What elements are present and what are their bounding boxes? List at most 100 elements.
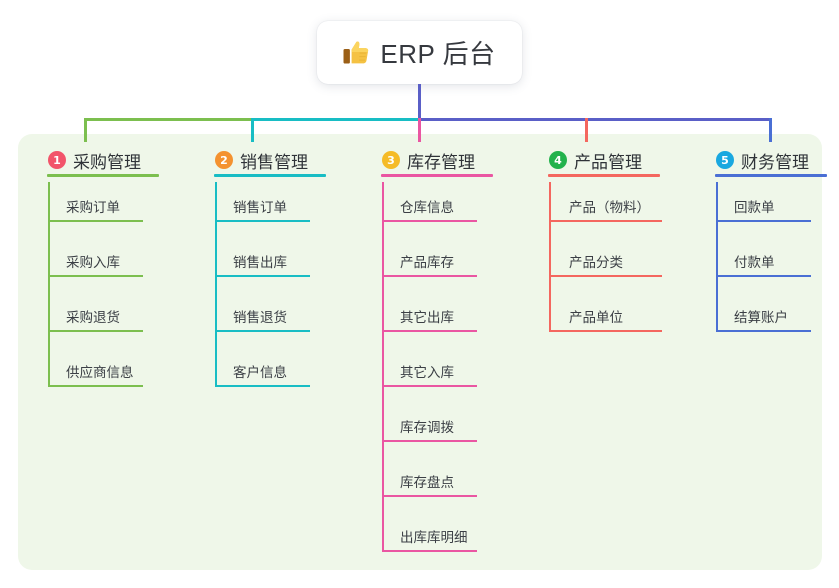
leaf-label: 产品库存 <box>400 255 454 270</box>
leaf-rule <box>48 385 143 387</box>
branch-header-3[interactable]: 3 库存管理 <box>364 143 493 177</box>
branch-title-3: 库存管理 <box>407 152 475 172</box>
branch-spine-4 <box>549 182 551 331</box>
list-item[interactable]: 结算账户 <box>698 292 811 347</box>
list-item[interactable]: 付款单 <box>698 237 811 292</box>
branch-spine-1 <box>48 182 50 386</box>
leaf-label: 销售出库 <box>233 255 287 270</box>
list-item[interactable]: 回款单 <box>698 182 811 237</box>
branch-spine-2 <box>215 182 217 386</box>
list-item[interactable]: 产品单位 <box>531 292 662 347</box>
leaf-rule <box>382 440 477 442</box>
leaf-rule <box>215 275 310 277</box>
leaf-label: 产品分类 <box>569 255 623 270</box>
leaf-label: 仓库信息 <box>400 200 454 215</box>
leaf-rule <box>215 220 310 222</box>
branch-rule-1 <box>47 174 159 177</box>
branch-badge-1: 1 <box>48 151 66 169</box>
branch-children-1: 采购订单 采购入库 采购退货 供应商信息 <box>30 182 143 402</box>
leaf-label: 回款单 <box>734 200 775 215</box>
root-node[interactable]: ERP 后台 <box>317 21 522 84</box>
branch-column-2: 2 销售管理 销售订单 销售出库 销售退货 客户信息 <box>197 143 326 402</box>
list-item[interactable]: 销售订单 <box>197 182 310 237</box>
leaf-rule <box>549 330 662 332</box>
leaf-rule <box>716 220 811 222</box>
leaf-rule <box>48 220 143 222</box>
leaf-label: 销售退货 <box>233 310 287 325</box>
branch-header-5[interactable]: 5 财务管理 <box>698 143 827 177</box>
leaf-label: 采购退货 <box>66 310 120 325</box>
leaf-label: 库存盘点 <box>400 475 454 490</box>
leaf-label: 出库库明细 <box>400 530 468 545</box>
branch-header-2[interactable]: 2 销售管理 <box>197 143 326 177</box>
leaf-rule <box>48 330 143 332</box>
branch-column-3: 3 库存管理 仓库信息 产品库存 其它出库 其它入库 库存调拨 库存盘点 出库库… <box>364 143 493 567</box>
list-item[interactable]: 出库库明细 <box>364 512 477 567</box>
leaf-label: 产品单位 <box>569 310 623 325</box>
list-item[interactable]: 产品库存 <box>364 237 477 292</box>
branch-title-5: 财务管理 <box>741 152 809 172</box>
branch-badge-5: 5 <box>716 151 734 169</box>
leaf-rule <box>549 220 662 222</box>
list-item[interactable]: 其它出库 <box>364 292 477 347</box>
branch-badge-4: 4 <box>549 151 567 169</box>
branch-spine-5 <box>716 182 718 331</box>
leaf-rule <box>382 385 477 387</box>
branch-spine-3 <box>382 182 384 551</box>
branch-header-1[interactable]: 1 采购管理 <box>30 143 159 177</box>
list-item[interactable]: 库存盘点 <box>364 457 477 512</box>
leaf-rule <box>48 275 143 277</box>
list-item[interactable]: 产品分类 <box>531 237 662 292</box>
leaf-rule <box>716 275 811 277</box>
list-item[interactable]: 销售退货 <box>197 292 310 347</box>
list-item[interactable]: 库存调拨 <box>364 402 477 457</box>
branch-title-2: 销售管理 <box>240 152 308 172</box>
branch-column-4: 4 产品管理 产品（物料） 产品分类 产品单位 <box>531 143 662 347</box>
leaf-label: 供应商信息 <box>66 365 134 380</box>
root-node-title: ERP 后台 <box>380 39 496 69</box>
leaf-label: 采购订单 <box>66 200 120 215</box>
leaf-label: 其它出库 <box>400 310 454 325</box>
list-item[interactable]: 采购入库 <box>30 237 143 292</box>
list-item[interactable]: 客户信息 <box>197 347 310 402</box>
leaf-rule <box>215 385 310 387</box>
leaf-rule <box>382 495 477 497</box>
branch-column-5: 5 财务管理 回款单 付款单 结算账户 <box>698 143 827 347</box>
branches-panel <box>18 134 822 570</box>
thumbs-up-icon <box>343 40 370 65</box>
leaf-rule <box>549 275 662 277</box>
list-item[interactable]: 销售出库 <box>197 237 310 292</box>
leaf-label: 结算账户 <box>734 310 788 325</box>
leaf-label: 产品（物料） <box>569 200 650 215</box>
branch-rule-4 <box>548 174 660 177</box>
branch-children-5: 回款单 付款单 结算账户 <box>698 182 811 347</box>
list-item[interactable]: 采购订单 <box>30 182 143 237</box>
branch-rule-3 <box>381 174 493 177</box>
branch-children-3: 仓库信息 产品库存 其它出库 其它入库 库存调拨 库存盘点 出库库明细 <box>364 182 477 567</box>
leaf-rule <box>382 220 477 222</box>
leaf-label: 采购入库 <box>66 255 120 270</box>
branch-rule-5 <box>715 174 827 177</box>
list-item[interactable]: 仓库信息 <box>364 182 477 237</box>
branch-children-4: 产品（物料） 产品分类 产品单位 <box>531 182 662 347</box>
branch-column-1: 1 采购管理 采购订单 采购入库 采购退货 供应商信息 <box>30 143 159 402</box>
branch-rule-2 <box>214 174 326 177</box>
leaf-rule <box>215 330 310 332</box>
leaf-label: 销售订单 <box>233 200 287 215</box>
leaf-rule <box>382 330 477 332</box>
branch-title-1: 采购管理 <box>73 152 141 172</box>
list-item[interactable]: 供应商信息 <box>30 347 143 402</box>
list-item[interactable]: 采购退货 <box>30 292 143 347</box>
root-node-content: ERP 后台 <box>343 34 495 71</box>
leaf-label: 付款单 <box>734 255 775 270</box>
branch-title-4: 产品管理 <box>574 152 642 172</box>
list-item[interactable]: 产品（物料） <box>531 182 662 237</box>
leaf-label: 库存调拨 <box>400 420 454 435</box>
leaf-label: 客户信息 <box>233 365 287 380</box>
branch-header-4[interactable]: 4 产品管理 <box>531 143 660 177</box>
leaf-label: 其它入库 <box>400 365 454 380</box>
leaf-rule <box>716 330 811 332</box>
list-item[interactable]: 其它入库 <box>364 347 477 402</box>
branch-badge-3: 3 <box>382 151 400 169</box>
